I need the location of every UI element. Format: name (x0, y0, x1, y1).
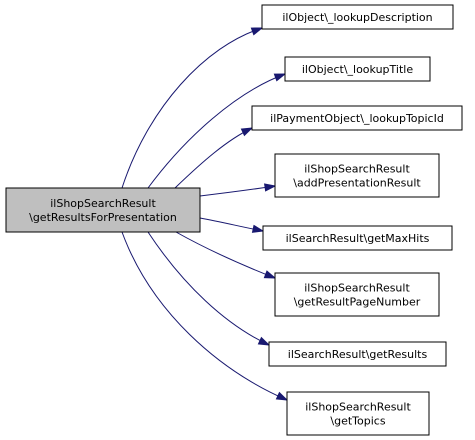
edge-arrowhead (273, 73, 287, 82)
edge-arrowhead (251, 224, 265, 233)
edge-arrowhead (250, 27, 264, 36)
node-label-line: ilShopSearchResult (304, 282, 410, 295)
node-label-line: \getResultsForPresentation (29, 211, 177, 224)
edge-line (121, 231, 288, 401)
call-nodes: ilShopSearchResult\getResultsForPresenta… (5, 4, 463, 436)
node-label-line: ilPaymentObject\_lookupTopicId (270, 112, 444, 125)
call-edges (121, 27, 289, 401)
node-box (284, 56, 431, 82)
call-edge-n5 (199, 217, 265, 233)
root-function-node[interactable]: ilShopSearchResult\getResultsForPresenta… (5, 187, 201, 233)
edge-line (121, 27, 263, 189)
root-node-box (5, 187, 201, 233)
edge-line (199, 185, 276, 197)
call-edge-n2 (147, 73, 287, 189)
node-box (251, 105, 463, 131)
node-label-line: ilShopSearchResult (304, 163, 410, 176)
call-edge-n3 (174, 127, 254, 189)
edge-arrowhead (257, 336, 271, 346)
node-box (261, 4, 454, 30)
call-edge-n6 (175, 231, 277, 279)
callee-node-n7[interactable]: ilSearchResult\getResults (268, 341, 447, 367)
callee-node-n3[interactable]: ilPaymentObject\_lookupTopicId (251, 105, 463, 131)
node-label-line: ilSearchResult\getMaxHits (286, 232, 430, 245)
node-label-line: ilShopSearchResult (50, 197, 156, 210)
call-edge-n7 (147, 231, 271, 346)
node-label-line: ilSearchResult\getResults (288, 348, 428, 361)
node-label-line: ilObject\_lookupTitle (302, 63, 413, 76)
node-box (268, 341, 447, 367)
edge-arrowhead (275, 391, 289, 401)
callee-node-n4[interactable]: ilShopSearchResult\addPresentationResult (274, 153, 440, 198)
call-edge-n1 (121, 27, 264, 189)
callee-node-n6[interactable]: ilShopSearchResult\getResultPageNumber (274, 272, 440, 317)
node-label-line: \addPresentationResult (293, 177, 421, 190)
edge-line (175, 231, 276, 279)
edge-arrowhead (240, 127, 254, 137)
node-box (262, 225, 453, 251)
callee-node-n1[interactable]: ilObject\_lookupDescription (261, 4, 454, 30)
edge-arrowhead (263, 270, 277, 279)
callee-node-n2[interactable]: ilObject\_lookupTitle (284, 56, 431, 82)
call-edge-n8 (121, 231, 289, 401)
node-box (274, 272, 440, 317)
node-box (286, 391, 430, 436)
edge-line (147, 231, 270, 346)
callee-node-n5[interactable]: ilSearchResult\getMaxHits (262, 225, 453, 251)
node-label-line: ilShopSearchResult (305, 401, 411, 414)
call-edge-n4 (199, 183, 277, 197)
edge-line (174, 127, 253, 189)
node-label-line: \getTopics (330, 415, 385, 428)
edge-arrowhead (264, 183, 277, 192)
edge-line (147, 73, 286, 189)
callee-node-n8[interactable]: ilShopSearchResult\getTopics (286, 391, 430, 436)
node-box (274, 153, 440, 198)
node-label-line: \getResultPageNumber (294, 296, 421, 309)
node-label-line: ilObject\_lookupDescription (282, 11, 432, 24)
